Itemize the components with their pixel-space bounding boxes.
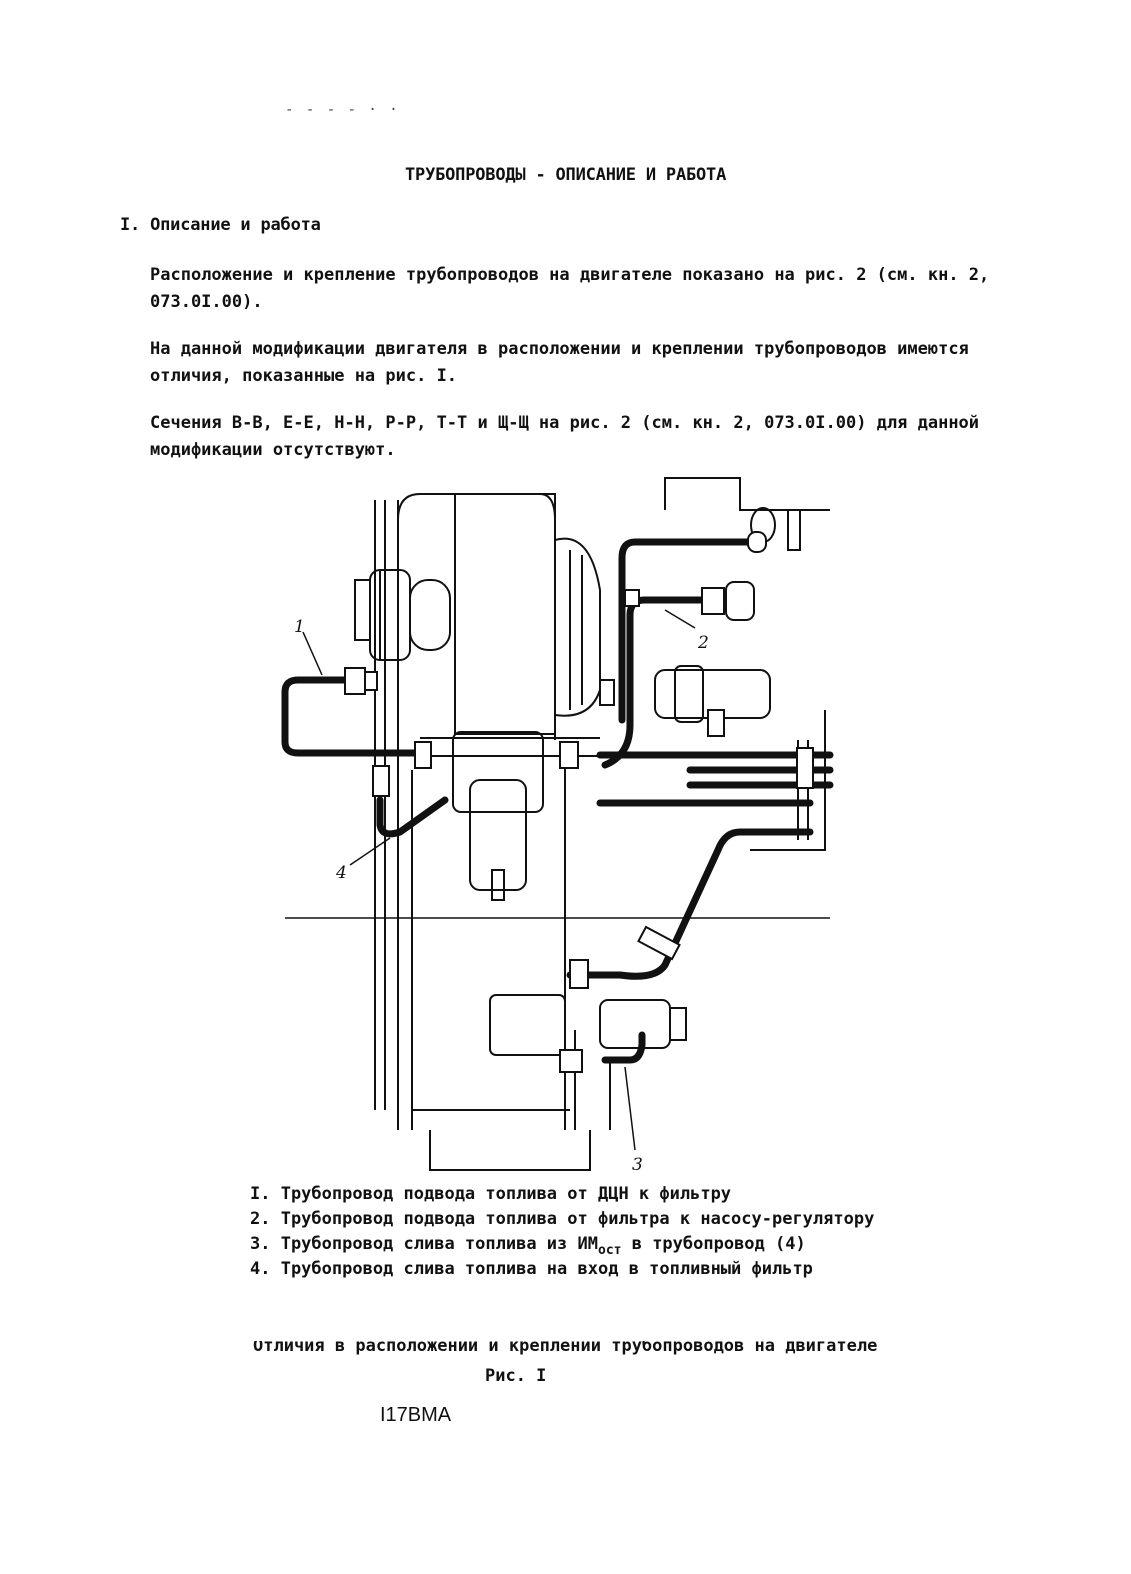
- section-heading: I. Описание и работа: [120, 215, 321, 235]
- pipeline-diagram: 1 2 3 4: [281, 477, 834, 1175]
- callout-4: 4: [335, 863, 347, 883]
- legend-item-2: 2. Трубопровод подвода топлива от фильтр…: [250, 1209, 875, 1229]
- callout-3: 3: [632, 1155, 643, 1175]
- legend-item-4: 4. Трубопровод слива топлива на вход в т…: [250, 1259, 813, 1279]
- legend-item-3-subscript: ост: [598, 1243, 622, 1258]
- page-title: ТРУБОПРОВОДЫ - ОПИСАНИЕ И РАБОТА: [405, 165, 727, 185]
- document-code: I17BMA: [380, 1404, 452, 1426]
- legend-item-1: I. Трубопровод подвода топлива от ДЦН к …: [250, 1184, 732, 1204]
- paragraph-2: На данной модификации двигателя в распол…: [150, 339, 969, 386]
- legend-item-3-tail: в трубопровод (4): [621, 1234, 806, 1254]
- figure-caption: Отличия в расположении и креплении трубо…: [253, 1336, 878, 1356]
- callout-1: 1: [294, 617, 305, 637]
- legend-item-3: 3. Трубопровод слива топлива из ИМост в …: [250, 1232, 806, 1263]
- paragraph-1: Расположение и крепление трубопроводов н…: [150, 265, 990, 312]
- scan-marks: - - - - · ·: [285, 102, 400, 118]
- callout-2: 2: [697, 633, 709, 653]
- figure-number: Рис. I: [485, 1366, 547, 1386]
- legend-item-3-text: 3. Трубопровод слива топлива из ИМ: [250, 1234, 598, 1254]
- paragraph-3: Сечения В-В, Е-Е, Н-Н, Р-Р, Т-Т и Щ-Щ на…: [150, 413, 980, 460]
